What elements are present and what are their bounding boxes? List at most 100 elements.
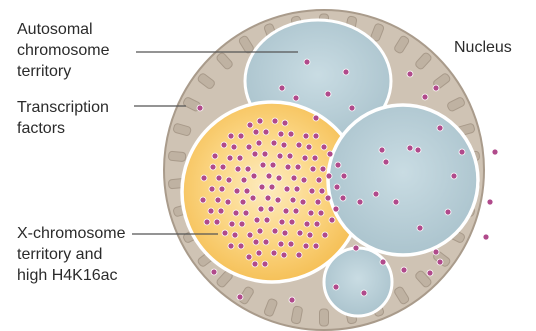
transcription-factor-dot (262, 151, 268, 157)
transcription-factor-dot (250, 195, 256, 201)
transcription-factor-dot (252, 151, 258, 157)
transcription-factor-dot (312, 155, 318, 161)
transcription-factor-dot (200, 197, 206, 203)
transcription-factor-dot (492, 149, 498, 155)
transcription-factor-dot (313, 115, 319, 121)
transcription-factor-dot (320, 166, 326, 172)
transcription-factor-dot (229, 221, 235, 227)
transcription-factor-dot (246, 144, 252, 150)
transcription-factor-dot (427, 270, 433, 276)
transcription-factor-dot (290, 197, 296, 203)
transcription-factor-dot (433, 85, 439, 91)
transcription-factor-dot (284, 186, 290, 192)
transcription-factor-dot (218, 208, 224, 214)
transcription-factor-dot (313, 243, 319, 249)
transcription-factor-dot (209, 186, 215, 192)
transcription-factor-dot (451, 173, 457, 179)
transcription-factor-dot (246, 254, 252, 260)
transcription-factor-dot (340, 195, 346, 201)
transcription-factor-dot (326, 173, 332, 179)
transcription-factor-dot (215, 197, 221, 203)
transcription-factor-dot (266, 173, 272, 179)
transcription-factor-dot (349, 105, 355, 111)
transcription-factor-dot (226, 177, 232, 183)
envelope-block (320, 309, 329, 326)
transcription-factor-dot (276, 175, 282, 181)
transcription-factor-dot (282, 230, 288, 236)
transcription-factor-dot (296, 252, 302, 258)
transcription-factor-dot (318, 210, 324, 216)
transcription-factor-dot (275, 197, 281, 203)
transcription-factor-dot (407, 71, 413, 77)
transcription-factor-dot (357, 199, 363, 205)
transcription-factor-dot (379, 147, 385, 153)
transcription-factor-dot (334, 184, 340, 190)
transcription-factor-dot (315, 199, 321, 205)
transcription-factor-dot (293, 95, 299, 101)
transcription-factor-dot (228, 133, 234, 139)
transcription-factor-dot (341, 173, 347, 179)
transcription-factor-dot (361, 290, 367, 296)
transcription-factor-dot (325, 195, 331, 201)
transcription-factor-dot (282, 120, 288, 126)
transcription-factor-dot (303, 133, 309, 139)
transcription-factor-dot (262, 261, 268, 267)
transcription-factor-dot (238, 133, 244, 139)
transcription-factor-dot (333, 284, 339, 290)
transcription-factor-dot (288, 241, 294, 247)
transcription-factor-dot (417, 225, 423, 231)
transcription-factor-dot (343, 69, 349, 75)
transcription-factor-dot (272, 228, 278, 234)
transcription-factor-dot (308, 210, 314, 216)
transcription-factor-dot (210, 164, 216, 170)
transcription-factor-dot (380, 259, 386, 265)
transcription-factor-dot (212, 153, 218, 159)
transcription-factor-dot (289, 219, 295, 225)
transcription-factor-dot (235, 166, 241, 172)
transcription-factor-dot (251, 173, 257, 179)
transcription-factor-dot (309, 188, 315, 194)
transcription-factor-dot (483, 234, 489, 240)
transcription-factor-dot (277, 153, 283, 159)
transcription-factor-dot (283, 208, 289, 214)
transcription-factor-dot (225, 199, 231, 205)
transcription-factor-dot (335, 162, 341, 168)
transcription-factor-dot (302, 155, 308, 161)
transcription-factor-dot (304, 221, 310, 227)
transcription-factor-dot (211, 269, 217, 275)
transcription-factor-dot (216, 175, 222, 181)
transcription-factor-dot (247, 122, 253, 128)
transcription-factor-dot (310, 166, 316, 172)
transcription-factor-dot (289, 297, 295, 303)
transcription-factor-dot (293, 208, 299, 214)
transcription-factor-dot (459, 149, 465, 155)
transcription-factor-dot (214, 219, 220, 225)
transcription-factor-dot (257, 228, 263, 234)
transcription-factor-dot (321, 144, 327, 150)
transcription-factor-dot (319, 188, 325, 194)
transcription-factor-dot (433, 249, 439, 255)
transcription-factor-dot (373, 191, 379, 197)
transcription-factor-dot (314, 221, 320, 227)
transcription-factor-dot (240, 199, 246, 205)
label-nucleus: Nucleus (454, 37, 512, 58)
transcription-factor-dot (301, 177, 307, 183)
label-transcription-factors: Transcription factors (17, 97, 109, 139)
transcription-factor-dot (281, 252, 287, 258)
transcription-factor-dot (239, 221, 245, 227)
transcription-factor-dot (437, 259, 443, 265)
transcription-factor-dot (258, 206, 264, 212)
transcription-factor-dot (297, 230, 303, 236)
transcription-factor-dot (407, 145, 413, 151)
transcription-factor-dot (204, 219, 210, 225)
transcription-factor-dot (285, 164, 291, 170)
transcription-factor-dot (265, 195, 271, 201)
transcription-factor-dot (333, 206, 339, 212)
transcription-factor-dot (257, 118, 263, 124)
transcription-factor-dot (353, 245, 359, 251)
autosome-territory-right (328, 105, 478, 255)
label-autosomal-territory: Autosomal chromosome territory (17, 19, 109, 82)
transcription-factor-dot (445, 209, 451, 215)
transcription-factor-dot (295, 164, 301, 170)
transcription-factor-dot (245, 166, 251, 172)
